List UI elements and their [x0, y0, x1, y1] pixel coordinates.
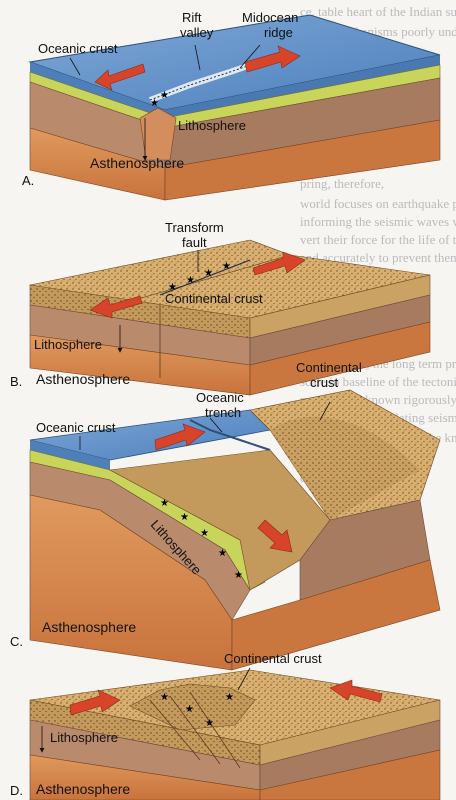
svg-text:★: ★ [234, 570, 243, 581]
label-transform-fault-b-1: Transform [165, 220, 224, 235]
rift-line [149, 59, 266, 101]
svg-text:★: ★ [218, 548, 227, 559]
label-asthenosphere-c: Asthenosphere [42, 619, 136, 635]
divergence-arrow-left [94, 63, 146, 91]
label-continental-crust-b: Continental crust [165, 291, 263, 306]
background-text-line: and accurately to prevent them. [300, 250, 456, 265]
background-text-line: pring, therefore, [300, 176, 385, 191]
panel-letter-d: D. [10, 783, 23, 798]
panel-c-convergent-ocean-continent: ★ ★ ★ ★ ★ Oceanic crust Oceanic trench C… [10, 360, 441, 671]
background-text-line: ce, table heart of the Indian subcontine… [300, 4, 456, 19]
label-asthenosphere-a: Asthenosphere [90, 155, 184, 171]
label-lithosphere-d: Lithosphere [50, 730, 118, 745]
svg-text:★: ★ [205, 718, 214, 729]
label-transform-fault-b-2: fault [182, 235, 207, 250]
label-continental-crust-d: Continental crust [224, 651, 322, 666]
label-continental-crust-c-2: crust [310, 375, 339, 390]
panel-b-transform: ★ ★ ★ ★ Transform fault Continental crus… [10, 220, 431, 396]
divergence-arrow-right [244, 45, 301, 73]
slab-arrow [257, 519, 293, 553]
panel-letter-c: C. [10, 634, 23, 649]
panel-d-continental-collision: ★ ★ ★ ★ Continental crust Lithosphere As… [10, 651, 441, 800]
label-rift-valley-a-2: valley [180, 25, 214, 40]
collision-arrow-right [329, 679, 383, 703]
transform-arrow-right [252, 251, 306, 276]
label-midocean-ridge-a-2: ridge [264, 25, 293, 40]
label-lithosphere-a: Lithosphere [178, 118, 246, 133]
svg-text:★: ★ [204, 268, 213, 279]
asthenosphere-layer-d [29, 754, 261, 800]
svg-text:★: ★ [160, 498, 169, 509]
svg-text:★: ★ [186, 275, 195, 286]
label-lithosphere-b: Lithosphere [34, 337, 102, 352]
svg-text:★: ★ [180, 512, 189, 523]
svg-text:★: ★ [168, 282, 177, 293]
panel-a-divergent: ★ ★ Oceanic crust Rift valley Midocean r… [22, 10, 441, 201]
label-oceanic-crust-a: Oceanic crust [38, 41, 118, 56]
background-text-line: world focuses on earthquake prediction. … [300, 196, 456, 211]
svg-text:★: ★ [200, 528, 209, 539]
subduction-arrow [154, 423, 206, 451]
water-front [30, 62, 165, 118]
svg-text:★: ★ [225, 692, 234, 703]
background-text-line: vert their force for the life of the peo… [300, 232, 456, 247]
background-text-line: informing the seismic waves which will b… [300, 214, 456, 229]
oceanic-crust-leader [69, 57, 81, 76]
label-asthenosphere-d: Asthenosphere [36, 781, 130, 797]
svg-text:★: ★ [185, 704, 194, 715]
panel-letter-b: B. [10, 374, 22, 389]
svg-text:★: ★ [222, 261, 231, 272]
collision-arrow-left [69, 689, 121, 716]
transform-fault-line [159, 259, 251, 296]
label-rift-valley-a-1: Rift [182, 10, 202, 25]
earthquake-star: ★ [150, 98, 159, 109]
label-oceanic-crust-c: Oceanic crust [36, 420, 116, 435]
label-oceanic-trench-c-2: trench [205, 405, 241, 420]
label-asthenosphere-b: Asthenosphere [36, 371, 130, 387]
transform-arrow-left [89, 295, 143, 319]
label-continental-crust-c-1: Continental [296, 360, 362, 375]
label-midocean-ridge-a-1: Midocean [242, 10, 298, 25]
earthquake-star: ★ [160, 90, 169, 101]
background-text-line: scale in baseline of the tectonic cycles [300, 374, 456, 389]
svg-text:★: ★ [160, 692, 169, 703]
panel-letter-a: A. [22, 173, 34, 188]
label-oceanic-trench-c-1: Oceanic [196, 390, 244, 405]
